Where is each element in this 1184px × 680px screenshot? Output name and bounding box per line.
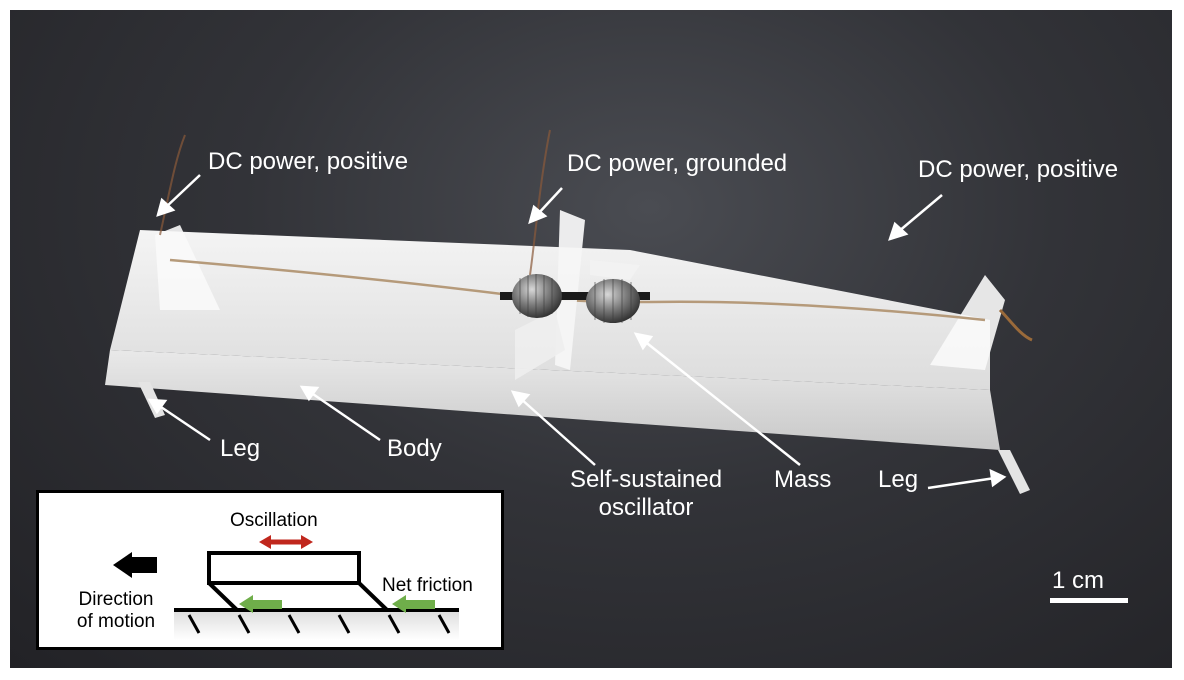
motion-arrow [113,552,157,578]
oscillation-arrow [259,535,313,549]
schematic-leg-left [207,581,239,612]
label-body: Body [387,435,442,462]
robot-photo [105,129,1033,494]
inset-diagram [113,535,459,640]
label-mass: Mass [774,466,832,493]
inset-label-direction-line1: Direction [78,589,154,610]
leg-right [998,450,1030,494]
label-oscillator: Self-sustained oscillator [556,466,736,522]
fin-upper [555,210,585,370]
fin-right [590,260,640,280]
wire-left [159,134,186,236]
label-dc-grounded: DC power, grounded [567,150,788,177]
schematic-body [207,551,361,585]
coil-left [512,274,562,318]
body-front [105,350,1000,450]
wire-center [529,129,551,276]
friction-arrow-left [239,595,282,613]
wire-right [998,308,1033,342]
fin-lower [515,310,565,380]
label-oscillator-line2: oscillator [598,494,694,521]
label-dc-positive-left: DC power, positive [208,148,409,175]
ground-hatching [187,614,451,634]
schematic-leg-right [357,581,389,612]
ground-shade [174,610,459,640]
label-leg-left: Leg [220,435,261,462]
label-leg-right: Leg [878,466,919,493]
label-oscillator-line1: Self-sustained [569,466,723,493]
inset-label-direction: Direction of motion [61,589,171,633]
inset-label-direction-line2: of motion [76,611,156,632]
label-dc-positive-right: DC power, positive [918,156,1119,183]
inset-label-net-friction: Net friction [382,575,473,596]
friction-arrow-right [392,595,435,613]
scale-bar-label: 1 cm [1052,567,1105,594]
support-right [930,275,1005,370]
inset-label-oscillation: Oscillation [230,510,318,531]
photo-figure: DC power, positive DC power, grounded DC… [10,10,1172,668]
scale-bar [1050,598,1128,603]
support-left [155,225,220,310]
inset-schematic: Oscillation Net friction Direction of mo… [36,490,504,650]
rod [500,292,650,300]
